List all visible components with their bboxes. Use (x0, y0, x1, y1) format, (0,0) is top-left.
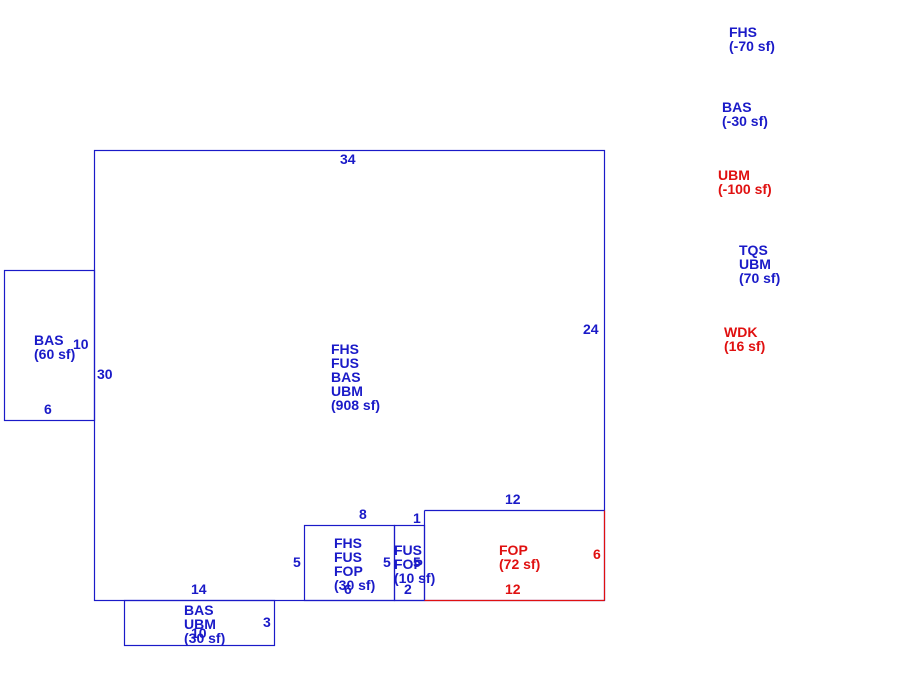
porch-fhs-dim-bottom: 6 (344, 581, 352, 597)
porch-fhs-area: (30 sf) (334, 577, 375, 593)
main-dim-top: 34 (340, 151, 356, 167)
main-dim-left: 30 (97, 366, 113, 382)
porch-fus-dim-bottom: 2 (404, 581, 412, 597)
legend-fhs-area: (-70 sf) (729, 38, 775, 54)
legend-wdk-area: (16 sf) (724, 338, 765, 354)
main-area-value: (908 sf) (331, 397, 380, 413)
porch-fop-area: (72 sf) (499, 556, 540, 572)
porch-fus-area: (10 sf) (394, 570, 435, 586)
left-bas-code: BAS (34, 332, 64, 348)
main-code-1: FHS (331, 341, 359, 357)
bottom-bas-area: (30 sf) (184, 630, 225, 646)
legend-ubm-area: (-100 sf) (718, 181, 772, 197)
left-bas-dim-bottom: 6 (44, 401, 52, 417)
left-bas-dim-right: 10 (73, 336, 89, 352)
porch-fus-code-2: FOP (394, 556, 423, 572)
porch-fus-dim-right: 5 (413, 554, 421, 570)
porch-fhs-code-2: FUS (334, 549, 362, 565)
legend-bas-code: BAS (722, 99, 752, 115)
bottom-bas-code-2: UBM (184, 616, 216, 632)
legend-wdk-code: WDK (724, 324, 757, 340)
legend-tqs-area: (70 sf) (739, 270, 780, 286)
porch-fhs-dim-left: 5 (293, 554, 301, 570)
porch-fus-code-1: FUS (394, 542, 422, 558)
main-dim-right: 24 (583, 321, 599, 337)
porch-fop-code: FOP (499, 542, 528, 558)
porch-fhs-code-3: FOP (334, 563, 363, 579)
porch-fhs-dim-top: 8 (359, 506, 367, 522)
legend-bas-area: (-30 sf) (722, 113, 768, 129)
main-code-3: BAS (331, 369, 361, 385)
bottom-bas-outline (123, 599, 276, 647)
legend-ubm-code: UBM (718, 167, 750, 183)
bottom-bas-dim-bottom: 10 (191, 625, 207, 641)
bottom-bas-dim-top: 14 (191, 581, 207, 597)
left-bas-area: (60 sf) (34, 346, 75, 362)
legend-tqs-code-2: UBM (739, 256, 771, 272)
porch-fus-dim-top: 1 (413, 510, 421, 526)
porch-fop-dim-bottom: 12 (505, 581, 521, 597)
porch-fhs-code-1: FHS (334, 535, 362, 551)
main-code-2: FUS (331, 355, 359, 371)
left-bas-outline (3, 269, 96, 422)
legend-tqs-code-1: TQS (739, 242, 768, 258)
porch-fhs-dim-right: 5 (383, 554, 391, 570)
porch-fop-dim-right: 6 (593, 546, 601, 562)
porch-fop-dim-top: 12 (505, 491, 521, 507)
main-code-4: UBM (331, 383, 363, 399)
bottom-bas-dim-right: 3 (263, 614, 271, 630)
bottom-bas-code-1: BAS (184, 602, 214, 618)
legend-fhs-code: FHS (729, 24, 757, 40)
